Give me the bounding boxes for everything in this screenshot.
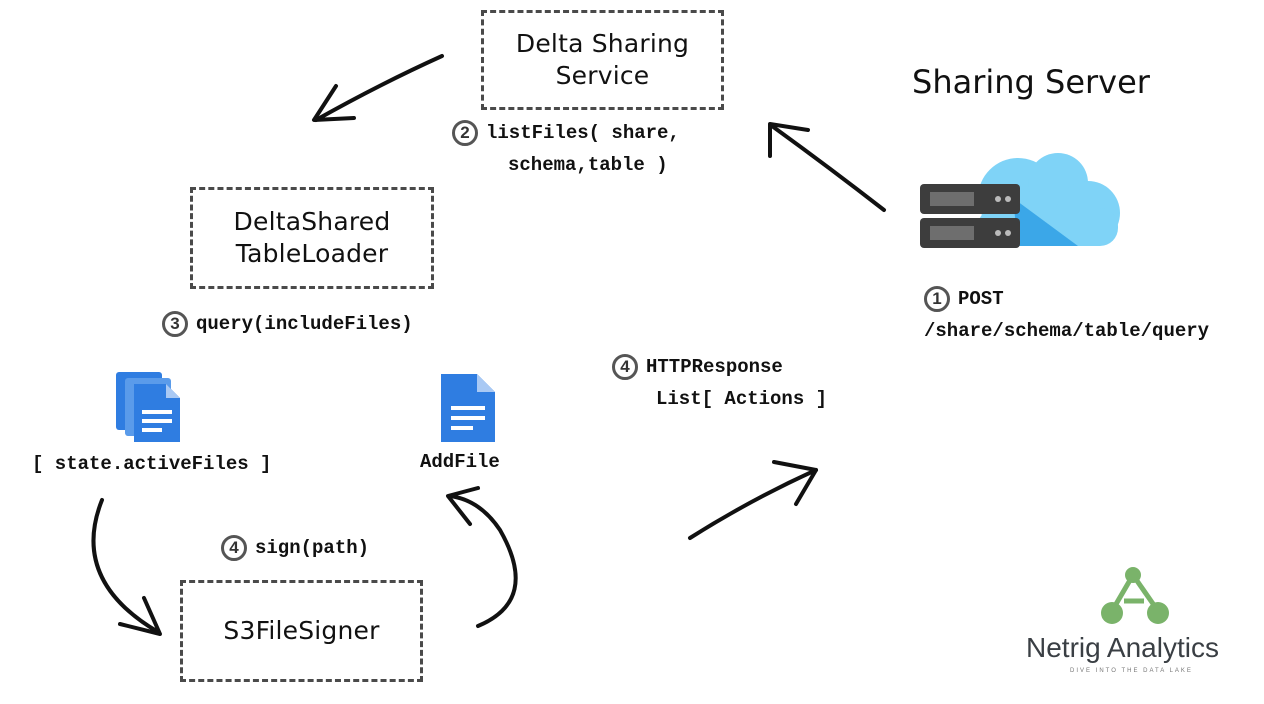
delta-sharing-service-line2: Service — [555, 61, 650, 90]
query-text: query(includeFiles) — [196, 313, 413, 335]
step-3-badge: 3 — [162, 311, 188, 337]
delta-sharing-service-box: Delta Sharing Service — [481, 10, 724, 110]
post-path: /share/schema/table/query — [924, 320, 1210, 342]
add-file-label: AddFile — [420, 451, 500, 473]
cloud-server-icon — [920, 153, 1120, 248]
list-files-line1: listFiles( share, — [486, 122, 680, 144]
file-signer-label: S3FileSigner — [223, 615, 380, 645]
sign-label: 4 sign(path) — [221, 535, 369, 561]
step-4-badge-sign: 4 — [221, 535, 247, 561]
http-response-line1: HTTPResponse — [646, 356, 783, 378]
table-loader-box: DeltaShared TableLoader — [190, 187, 434, 289]
post-label: 1 POST /share/schema/table/query — [924, 286, 1209, 342]
step-4-badge-response: 4 — [612, 354, 638, 380]
step-2-badge: 2 — [452, 120, 478, 146]
brand-tagline: DIVE INTO THE DATA LAKE — [1070, 668, 1193, 674]
table-loader-line2: TableLoader — [235, 239, 389, 268]
file-signer-box: S3FileSigner — [180, 580, 423, 682]
list-files-line2: schema,table ) — [508, 154, 668, 176]
multiple-files-icon — [116, 372, 180, 442]
delta-sharing-service-line1: Delta Sharing — [515, 28, 690, 58]
document-icon — [441, 374, 495, 442]
query-label: 3 query(includeFiles) — [162, 311, 413, 337]
table-loader-line1: DeltaShared — [233, 206, 391, 236]
http-response-label: 4 HTTPResponse List[ Actions ] — [612, 354, 827, 410]
netrig-logo-icon — [1101, 567, 1169, 624]
http-response-line2: List[ Actions ] — [656, 388, 828, 410]
brand-name: Netrig Analytics — [1026, 632, 1219, 663]
step-1-badge: 1 — [924, 286, 950, 312]
list-files-label: 2 listFiles( share, schema,table ) — [452, 120, 680, 176]
post-method: POST — [958, 288, 1004, 310]
sign-text: sign(path) — [255, 537, 370, 559]
active-files-label: [ state.activeFiles ] — [32, 453, 272, 475]
sharing-server-title: Sharing Server — [912, 63, 1150, 101]
